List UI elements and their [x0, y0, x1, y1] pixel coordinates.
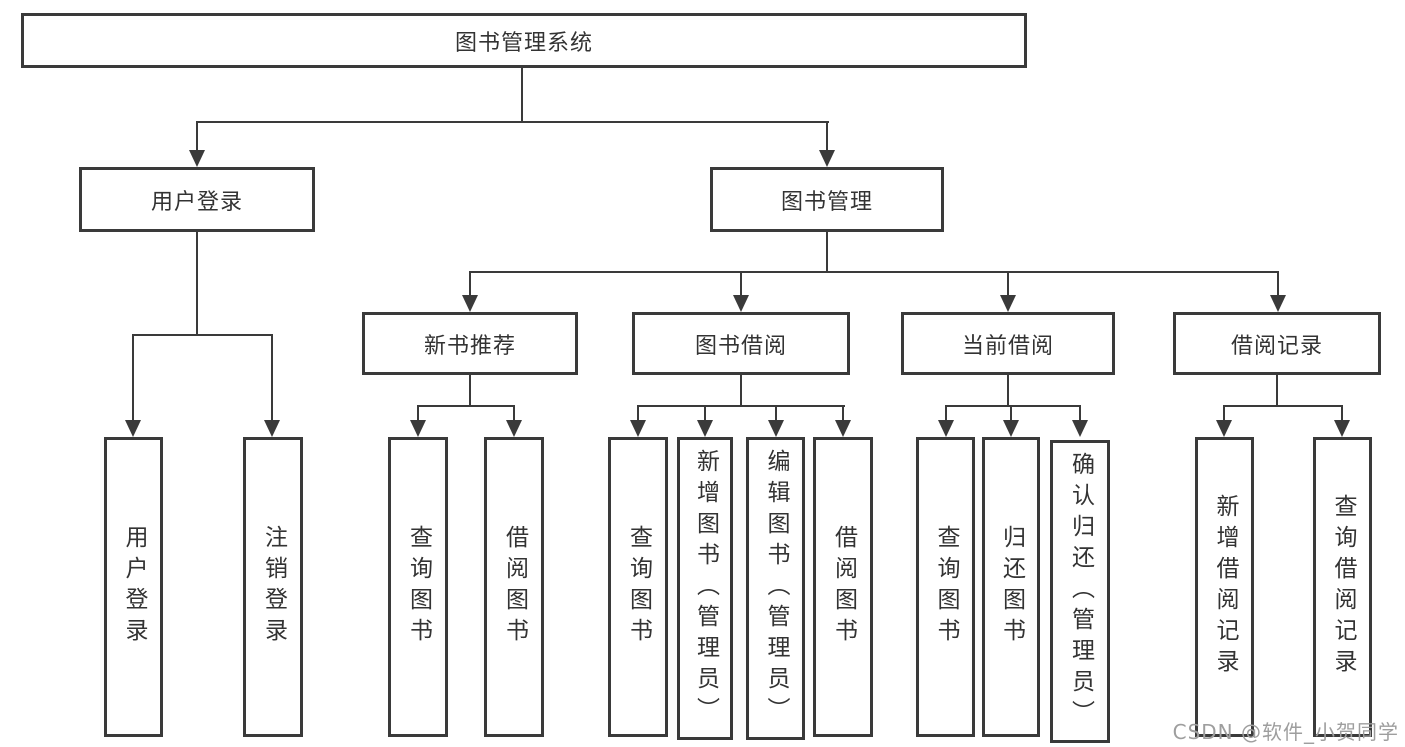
connector-drop [945, 405, 947, 421]
node-borrow-records: 借阅记录 [1173, 312, 1381, 375]
arrow-down-icon [1003, 420, 1019, 437]
connector-root-stem [521, 68, 523, 122]
connector-user-login-stem [196, 232, 198, 335]
connector-current-borrow-stem [1007, 375, 1009, 406]
leaf-borrow-books-recommend: 借阅图书 [484, 437, 544, 737]
arrow-down-icon [189, 150, 205, 167]
connector-book-mgmt-crossbar [469, 271, 1279, 273]
connector-borrow-records-crossbar [1223, 405, 1343, 407]
arrow-down-icon [1334, 420, 1350, 437]
connector-drop [1341, 405, 1343, 421]
connector-drop [637, 405, 639, 421]
connector-drop [704, 405, 706, 421]
node-book-management: 图书管理 [710, 167, 944, 232]
node-book-borrow-label: 图书借阅 [694, 333, 787, 359]
leaf-return-books-label: 归还图书 [998, 525, 1025, 649]
arrow-down-icon [938, 420, 954, 437]
node-user-login: 用户登录 [79, 167, 315, 232]
node-new-book-recommend: 新书推荐 [362, 312, 578, 375]
node-new-book-recommend-label: 新书推荐 [423, 333, 516, 359]
connector-new-book-crossbar [417, 405, 515, 407]
connector-drop-book-borrow [740, 271, 742, 296]
arrow-down-icon [630, 420, 646, 437]
arrow-down-icon [1000, 295, 1016, 312]
connector-book-mgmt-stem [826, 232, 828, 273]
connector-new-book-stem [469, 375, 471, 406]
leaf-borrow-books-label: 借阅图书 [830, 525, 857, 649]
arrow-down-icon [506, 420, 522, 437]
node-current-borrow-label: 当前借阅 [961, 333, 1054, 359]
connector-drop-current-borrow [1007, 271, 1009, 296]
connector-current-borrow-crossbar [945, 405, 1081, 407]
leaf-logout-login: 注销登录 [243, 437, 303, 737]
leaf-query-borrow-record: 查询借阅记录 [1313, 437, 1372, 737]
connector-drop [775, 405, 777, 421]
leaf-query-books-current-label: 查询图书 [933, 525, 959, 649]
connector-drop-user-login [196, 121, 198, 151]
connector-drop [1079, 405, 1081, 421]
leaf-query-books-current: 查询图书 [916, 437, 975, 737]
arrow-down-icon [733, 295, 749, 312]
arrow-down-icon [1270, 295, 1286, 312]
arrow-down-icon [1072, 420, 1088, 437]
arrow-down-icon [410, 420, 426, 437]
csdn-watermark: CSDN @软件_小贺同学 [1172, 720, 1399, 744]
connector-drop-leaf-user-login [132, 334, 134, 421]
leaf-user-login: 用户登录 [104, 437, 163, 737]
connector-drop [417, 405, 419, 421]
leaf-add-books-admin-label: 新增图书（管理员） [692, 449, 719, 728]
leaf-return-books: 归还图书 [982, 437, 1040, 737]
leaf-add-borrow-record: 新增借阅记录 [1195, 437, 1254, 737]
arrow-down-icon [819, 150, 835, 167]
node-book-borrow: 图书借阅 [632, 312, 850, 375]
leaf-confirm-return-admin: 确认归还（管理员） [1050, 440, 1110, 743]
connector-drop-leaf-logout [271, 334, 273, 421]
arrow-down-icon [125, 420, 141, 437]
leaf-confirm-return-admin-label: 确认归还（管理员） [1067, 452, 1094, 731]
arrow-down-icon [264, 420, 280, 437]
node-root-system: 图书管理系统 [21, 13, 1027, 68]
connector-drop [842, 405, 844, 421]
arrow-down-icon [768, 420, 784, 437]
leaf-add-books-admin: 新增图书（管理员） [677, 437, 733, 740]
connector-borrow-records-stem [1276, 375, 1278, 406]
leaf-query-books-borrow-label: 查询图书 [625, 525, 652, 649]
arrow-down-icon [697, 420, 713, 437]
node-current-borrow: 当前借阅 [901, 312, 1115, 375]
connector-drop-new-book [469, 271, 471, 296]
leaf-borrow-books-recommend-label: 借阅图书 [501, 525, 528, 649]
connector-user-login-crossbar [132, 334, 273, 336]
node-user-login-label: 用户登录 [150, 189, 243, 215]
connector-book-borrow-crossbar [637, 405, 845, 407]
connector-book-borrow-stem [740, 375, 742, 406]
leaf-query-books-recommend-label: 查询图书 [405, 525, 432, 649]
connector-drop [1223, 405, 1225, 421]
leaf-add-borrow-record-label: 新增借阅记录 [1212, 494, 1238, 680]
connector-drop-book-mgmt [826, 121, 828, 151]
connector-drop [1010, 405, 1012, 421]
arrow-down-icon [1216, 420, 1232, 437]
connector-drop-borrow-records [1277, 271, 1279, 296]
leaf-edit-books-admin-label: 编辑图书（管理员） [763, 449, 789, 728]
leaf-borrow-books: 借阅图书 [813, 437, 873, 737]
arrow-down-icon [462, 295, 478, 312]
leaf-edit-books-admin: 编辑图书（管理员） [746, 437, 805, 740]
leaf-query-books-borrow: 查询图书 [608, 437, 668, 737]
node-borrow-records-label: 借阅记录 [1230, 333, 1323, 359]
node-book-management-label: 图书管理 [780, 189, 873, 215]
node-root-label: 图书管理系统 [454, 30, 593, 56]
leaf-logout-login-label: 注销登录 [260, 525, 287, 649]
connector-drop [513, 405, 515, 421]
connector-root-crossbar [196, 121, 829, 123]
leaf-query-books-recommend: 查询图书 [388, 437, 448, 737]
leaf-query-borrow-record-label: 查询借阅记录 [1330, 494, 1356, 680]
arrow-down-icon [835, 420, 851, 437]
leaf-user-login-label: 用户登录 [121, 525, 147, 649]
